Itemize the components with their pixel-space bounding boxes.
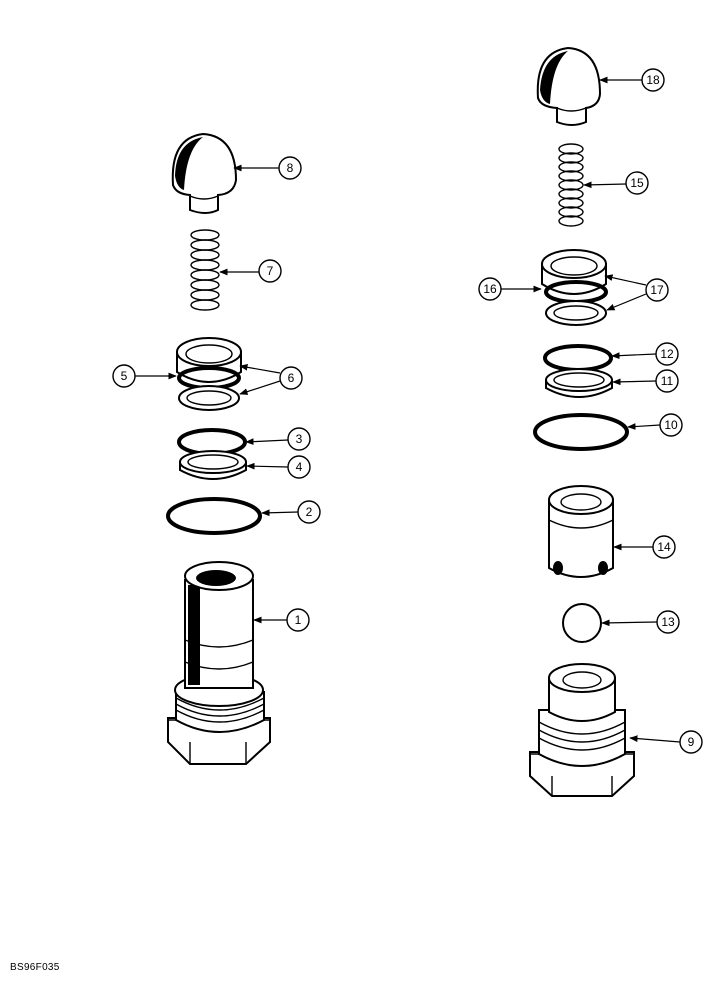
callout-5: 5 — [112, 364, 177, 388]
callout-16: 16 — [478, 277, 542, 301]
figure-code: BS96F035 — [10, 962, 60, 973]
part-16-retainer — [541, 249, 607, 295]
callout-label: 10 — [664, 418, 678, 432]
callout-label: 8 — [287, 161, 294, 175]
callout-label: 9 — [688, 735, 695, 749]
callout-18: 18 — [599, 68, 665, 92]
callout-6: 6 — [239, 363, 303, 395]
callout-15: 15 — [583, 171, 649, 195]
part-5-retainer — [176, 337, 242, 383]
callout-2: 2 — [261, 500, 321, 524]
callout-1: 1 — [253, 608, 310, 632]
callout-label: 4 — [296, 460, 303, 474]
callout-10: 10 — [627, 413, 683, 437]
callout-label: 2 — [306, 505, 313, 519]
callout-label: 3 — [296, 432, 303, 446]
part-11-washer — [545, 368, 613, 398]
callout-14: 14 — [613, 535, 676, 559]
part-6-rings — [177, 366, 241, 411]
callout-13: 13 — [601, 610, 680, 634]
part-7-spring — [190, 229, 220, 311]
callout-8: 8 — [233, 156, 302, 180]
callout-label: 15 — [630, 176, 644, 190]
part-18-cap — [536, 46, 602, 126]
callout-7: 7 — [219, 259, 282, 283]
callout-label: 5 — [121, 369, 128, 383]
part-14-sleeve — [548, 485, 614, 578]
callout-9: 9 — [629, 730, 703, 754]
callout-label: 14 — [657, 540, 671, 554]
part-4-washer — [179, 450, 247, 480]
callout-label: 7 — [267, 264, 274, 278]
callout-label: 12 — [660, 347, 674, 361]
callout-label: 1 — [295, 613, 302, 627]
callout-3: 3 — [245, 427, 311, 451]
part-8-cap — [171, 132, 238, 214]
part-13-ball — [562, 603, 602, 643]
callout-11: 11 — [612, 369, 679, 393]
callout-label: 11 — [661, 374, 674, 388]
callout-4: 4 — [246, 455, 311, 479]
part-9-plug — [529, 663, 635, 797]
callout-label: 16 — [483, 282, 497, 296]
part-1-plug-body — [167, 561, 271, 765]
part-12-ring — [543, 344, 613, 372]
part-15-spring — [558, 143, 584, 227]
callout-12: 12 — [611, 342, 679, 366]
callout-17: 17 — [604, 274, 669, 311]
callout-label: 13 — [661, 615, 675, 629]
part-10-o-ring — [533, 413, 629, 451]
part-2-o-ring — [166, 497, 262, 535]
callout-label: 17 — [650, 283, 664, 297]
callout-label: 18 — [646, 73, 660, 87]
callout-label: 6 — [288, 371, 295, 385]
part-17-rings — [544, 280, 608, 326]
